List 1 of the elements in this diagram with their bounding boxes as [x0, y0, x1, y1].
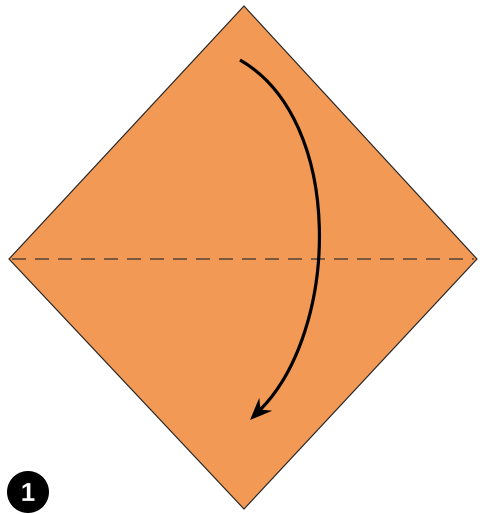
step-number: 1 [7, 471, 49, 513]
